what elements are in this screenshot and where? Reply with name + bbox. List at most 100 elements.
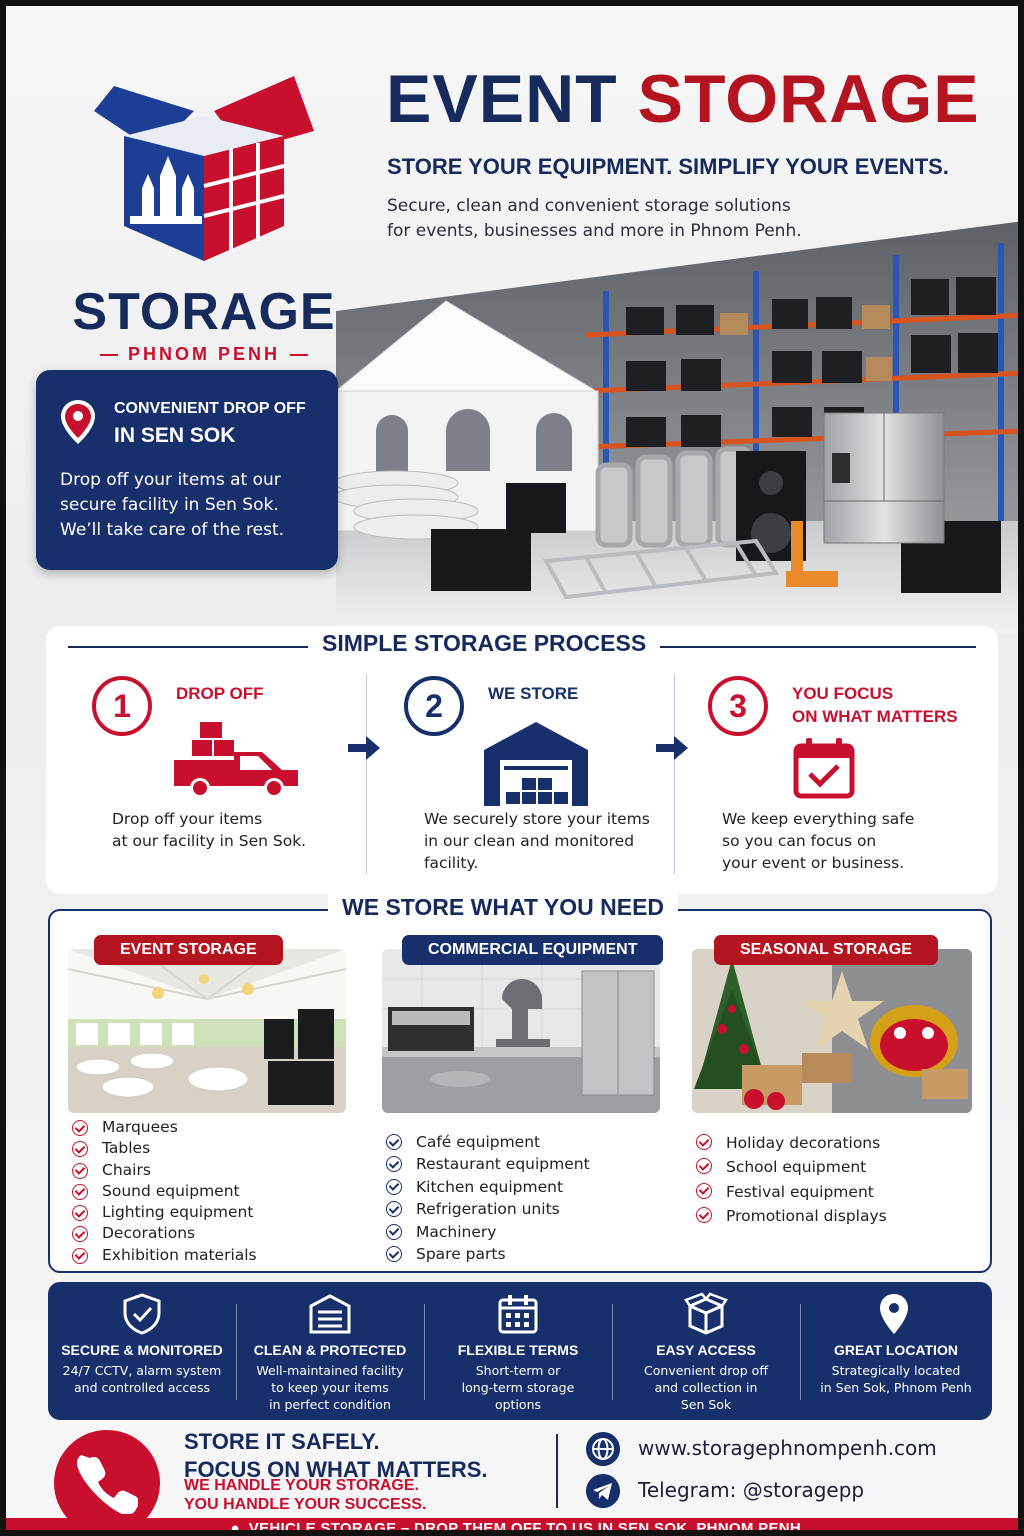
check-icon	[696, 1182, 712, 1199]
list-item: Refrigeration units	[386, 1198, 590, 1220]
feature-text: 24/7 CCTV, alarm system and controlled a…	[54, 1362, 230, 1396]
feature-line: in perfect condition	[269, 1397, 391, 1412]
list-item: Kitchen equipment	[386, 1176, 590, 1198]
step-number: 3	[708, 676, 768, 736]
feature-divider	[800, 1304, 801, 1400]
list-item-label: Holiday decorations	[726, 1134, 881, 1152]
categories-section: EVENT STORAGE Marquees Tables Chairs Sou…	[48, 909, 992, 1273]
tagline: STORE YOUR EQUIPMENT. SIMPLIFY YOUR EVEN…	[387, 154, 949, 179]
list-item: Machinery	[386, 1221, 590, 1243]
step-desc-line: so you can focus on	[722, 832, 877, 850]
dropoff-line: Drop off your items at our	[60, 470, 281, 490]
check-icon	[72, 1205, 88, 1222]
process-step-3: 3 YOU FOCUS ON WHAT MATTERS We keep ever…	[708, 676, 1008, 886]
list-item-label: Exhibition materials	[102, 1245, 257, 1264]
list-item-label: School equipment	[726, 1158, 867, 1177]
dropoff-card: CONVENIENT DROP OFF IN SEN SOK Drop off …	[36, 370, 338, 570]
globe-icon	[586, 1432, 620, 1466]
check-icon	[72, 1183, 88, 1200]
calendar-icon	[498, 1295, 538, 1334]
feature-text: Well-maintained facility to keep your it…	[242, 1362, 418, 1413]
list-item-label: Lighting equipment	[102, 1203, 254, 1222]
check-icon	[72, 1247, 88, 1264]
step-title: WE STORE	[488, 682, 578, 705]
feature-line: Convenient drop off	[644, 1363, 768, 1378]
feature-title: CLEAN & PROTECTED	[253, 1342, 407, 1358]
list-item: Spare parts	[386, 1243, 590, 1265]
check-icon	[72, 1226, 88, 1243]
feature-divider	[612, 1304, 613, 1400]
feature-title: SECURE & MONITORED	[61, 1342, 223, 1358]
subslogan-line: WE HANDLE YOUR STORAGE.	[184, 1477, 419, 1494]
step-number: 2	[404, 676, 464, 736]
step-desc-line: We securely store your items	[424, 810, 650, 828]
feature-line: Well-maintained facility	[256, 1363, 404, 1378]
slogan-line: FOCUS ON WHAT MATTERS.	[184, 1457, 488, 1482]
check-icon	[696, 1158, 712, 1175]
feature-location: GREAT LOCATION Strategically located in …	[800, 1282, 992, 1420]
step-number: 1	[92, 676, 152, 736]
feature-divider	[236, 1304, 237, 1400]
list-item-label: Decorations	[102, 1224, 196, 1243]
footer-subslogan: WE HANDLE YOUR STORAGE. YOU HANDLE YOUR …	[184, 1476, 426, 1514]
feature-flexible: FLEXIBLE TERMS Short-term or long-term s…	[424, 1282, 612, 1420]
intro-line: Secure, clean and convenient storage sol…	[387, 196, 791, 216]
list-item-label: Sound equipment	[102, 1181, 240, 1200]
check-icon	[386, 1223, 402, 1240]
check-icon	[386, 1246, 402, 1263]
title-event: EVENT	[386, 61, 618, 137]
step-description: We securely store your items in our clea…	[424, 808, 694, 874]
phone-icon	[77, 1455, 138, 1514]
step-desc-line: in our clean and monitored	[424, 832, 635, 850]
check-icon	[386, 1178, 402, 1195]
garage-door-icon	[309, 1294, 351, 1334]
open-box-icon	[684, 1292, 728, 1335]
step-title-line: DROP OFF	[176, 684, 264, 703]
step-desc-line: We keep everything safe	[722, 810, 915, 828]
feature-text: Convenient drop off and collection in Se…	[618, 1362, 794, 1413]
dropoff-text: Drop off your items at our secure facili…	[60, 468, 330, 543]
step-title: YOU FOCUS ON WHAT MATTERS	[792, 682, 958, 728]
list-item-label: Machinery	[416, 1222, 497, 1241]
feature-text: Strategically located in Sen Sok, Phnom …	[806, 1362, 986, 1396]
list-item-label: Marquees	[102, 1118, 178, 1136]
check-icon	[72, 1141, 88, 1158]
telegram-handle[interactable]: Telegram: @storagepp	[638, 1478, 865, 1502]
feature-line: Sen Sok	[680, 1397, 732, 1412]
feature-line: Strategically located	[831, 1363, 961, 1378]
intro-line: for events, businesses and more in Phnom…	[387, 221, 802, 241]
process-title: SIMPLE STORAGE PROCESS	[308, 630, 661, 657]
list-item: Café equipment	[386, 1131, 590, 1153]
step-description: Drop off your items at our facility in S…	[112, 808, 382, 852]
step-desc-line: Drop off your items	[112, 810, 263, 828]
event-storage-list: Marquees Tables Chairs Sound equipment L…	[72, 1117, 257, 1266]
website-link[interactable]: www.storagephnompenh.com	[638, 1436, 937, 1460]
step-divider	[366, 674, 367, 874]
list-item: Holiday decorations	[696, 1131, 887, 1155]
feature-line: to keep your items	[271, 1380, 389, 1395]
step-description: We keep everything safe so you can focus…	[722, 808, 992, 874]
step-title-line: WE STORE	[488, 684, 579, 703]
event-tent-photo	[68, 949, 346, 1113]
shield-check-icon	[123, 1293, 161, 1335]
feature-line: 24/7 CCTV, alarm system	[62, 1363, 222, 1378]
list-item-label: Promotional displays	[726, 1207, 887, 1226]
step-desc-line: at our facility in Sen Sok.	[112, 832, 307, 850]
step-divider	[674, 674, 675, 874]
feature-line: long-term storage	[461, 1380, 575, 1395]
intro-text: Secure, clean and convenient storage sol…	[387, 194, 817, 244]
feature-line: and controlled access	[73, 1380, 210, 1395]
commercial-equipment-list: Café equipment Restaurant equipment Kitc…	[386, 1131, 590, 1265]
dropoff-line: We’ll take care of the rest.	[60, 520, 285, 540]
process-step-2: 2 WE STORE We securely store your items …	[404, 676, 704, 886]
logo-wordmark: STORAGE	[72, 283, 336, 341]
page-title: EVENT STORAGE	[386, 60, 1006, 138]
feature-text: Short-term or long-term storage options	[430, 1362, 606, 1413]
list-item: Sound equipment	[72, 1181, 257, 1202]
check-icon	[72, 1162, 88, 1179]
category-tag: COMMERCIAL EQUIPMENT	[402, 935, 664, 965]
check-icon	[72, 1120, 88, 1136]
phone-button[interactable]	[54, 1430, 160, 1530]
arrow-right-icon	[656, 736, 688, 760]
